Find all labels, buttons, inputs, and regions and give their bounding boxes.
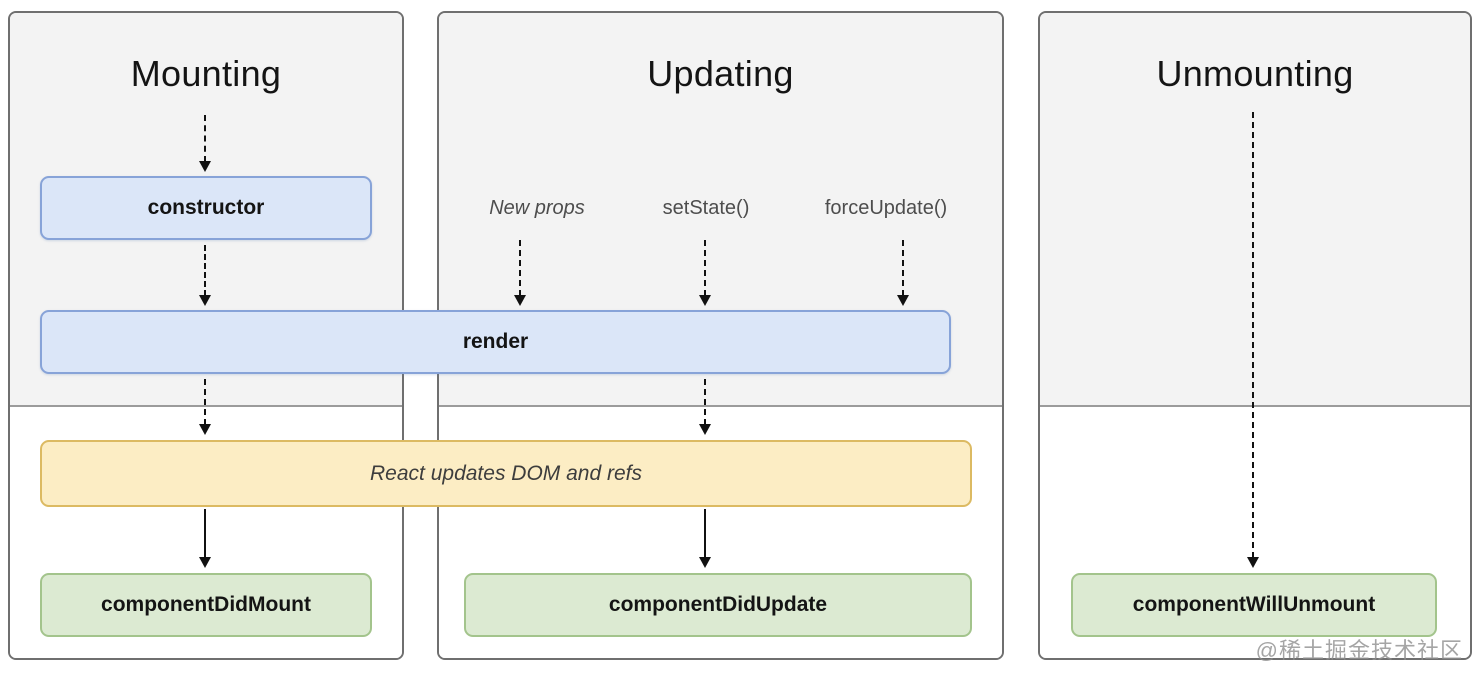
arrow-constructor-to-render xyxy=(199,245,211,306)
constructor-box: constructor xyxy=(40,176,372,240)
componentdidmount-box: componentDidMount xyxy=(40,573,372,637)
react-updates-dom-box: React updates DOM and refs xyxy=(40,440,972,507)
arrow-render-to-dom-update-updating xyxy=(699,379,711,435)
trigger-label-setstate: setState() xyxy=(662,197,750,219)
watermark-text: @稀土掘金技术社区 xyxy=(1255,638,1463,663)
arrow-new-props-to-render xyxy=(514,240,526,306)
trigger-label-forceupdate: forceUpdate() xyxy=(824,197,948,219)
panel-title-unmounting: Unmounting xyxy=(1156,53,1354,94)
arrow-forceupdate-to-render xyxy=(897,240,909,306)
componentwillunmount-box: componentWillUnmount xyxy=(1071,573,1437,637)
arrow-dom-update-to-componentdidupdate xyxy=(699,509,711,568)
render-box: render xyxy=(40,310,951,374)
panel-title-mounting: Mounting xyxy=(130,53,282,94)
componentdidupdate-box: componentDidUpdate xyxy=(464,573,972,637)
unmounting-render-phase-section xyxy=(1040,13,1470,407)
trigger-label-new-props: New props xyxy=(489,197,585,219)
arrow-mounting-start-to-constructor xyxy=(199,115,211,172)
panel-title-updating: Updating xyxy=(647,53,794,94)
arrow-dom-update-to-componentdidmount xyxy=(199,509,211,568)
arrow-unmounting-start-to-componentwillunmount xyxy=(1247,112,1259,568)
arrow-setstate-to-render xyxy=(699,240,711,306)
arrow-render-to-dom-update-mounting xyxy=(199,379,211,435)
